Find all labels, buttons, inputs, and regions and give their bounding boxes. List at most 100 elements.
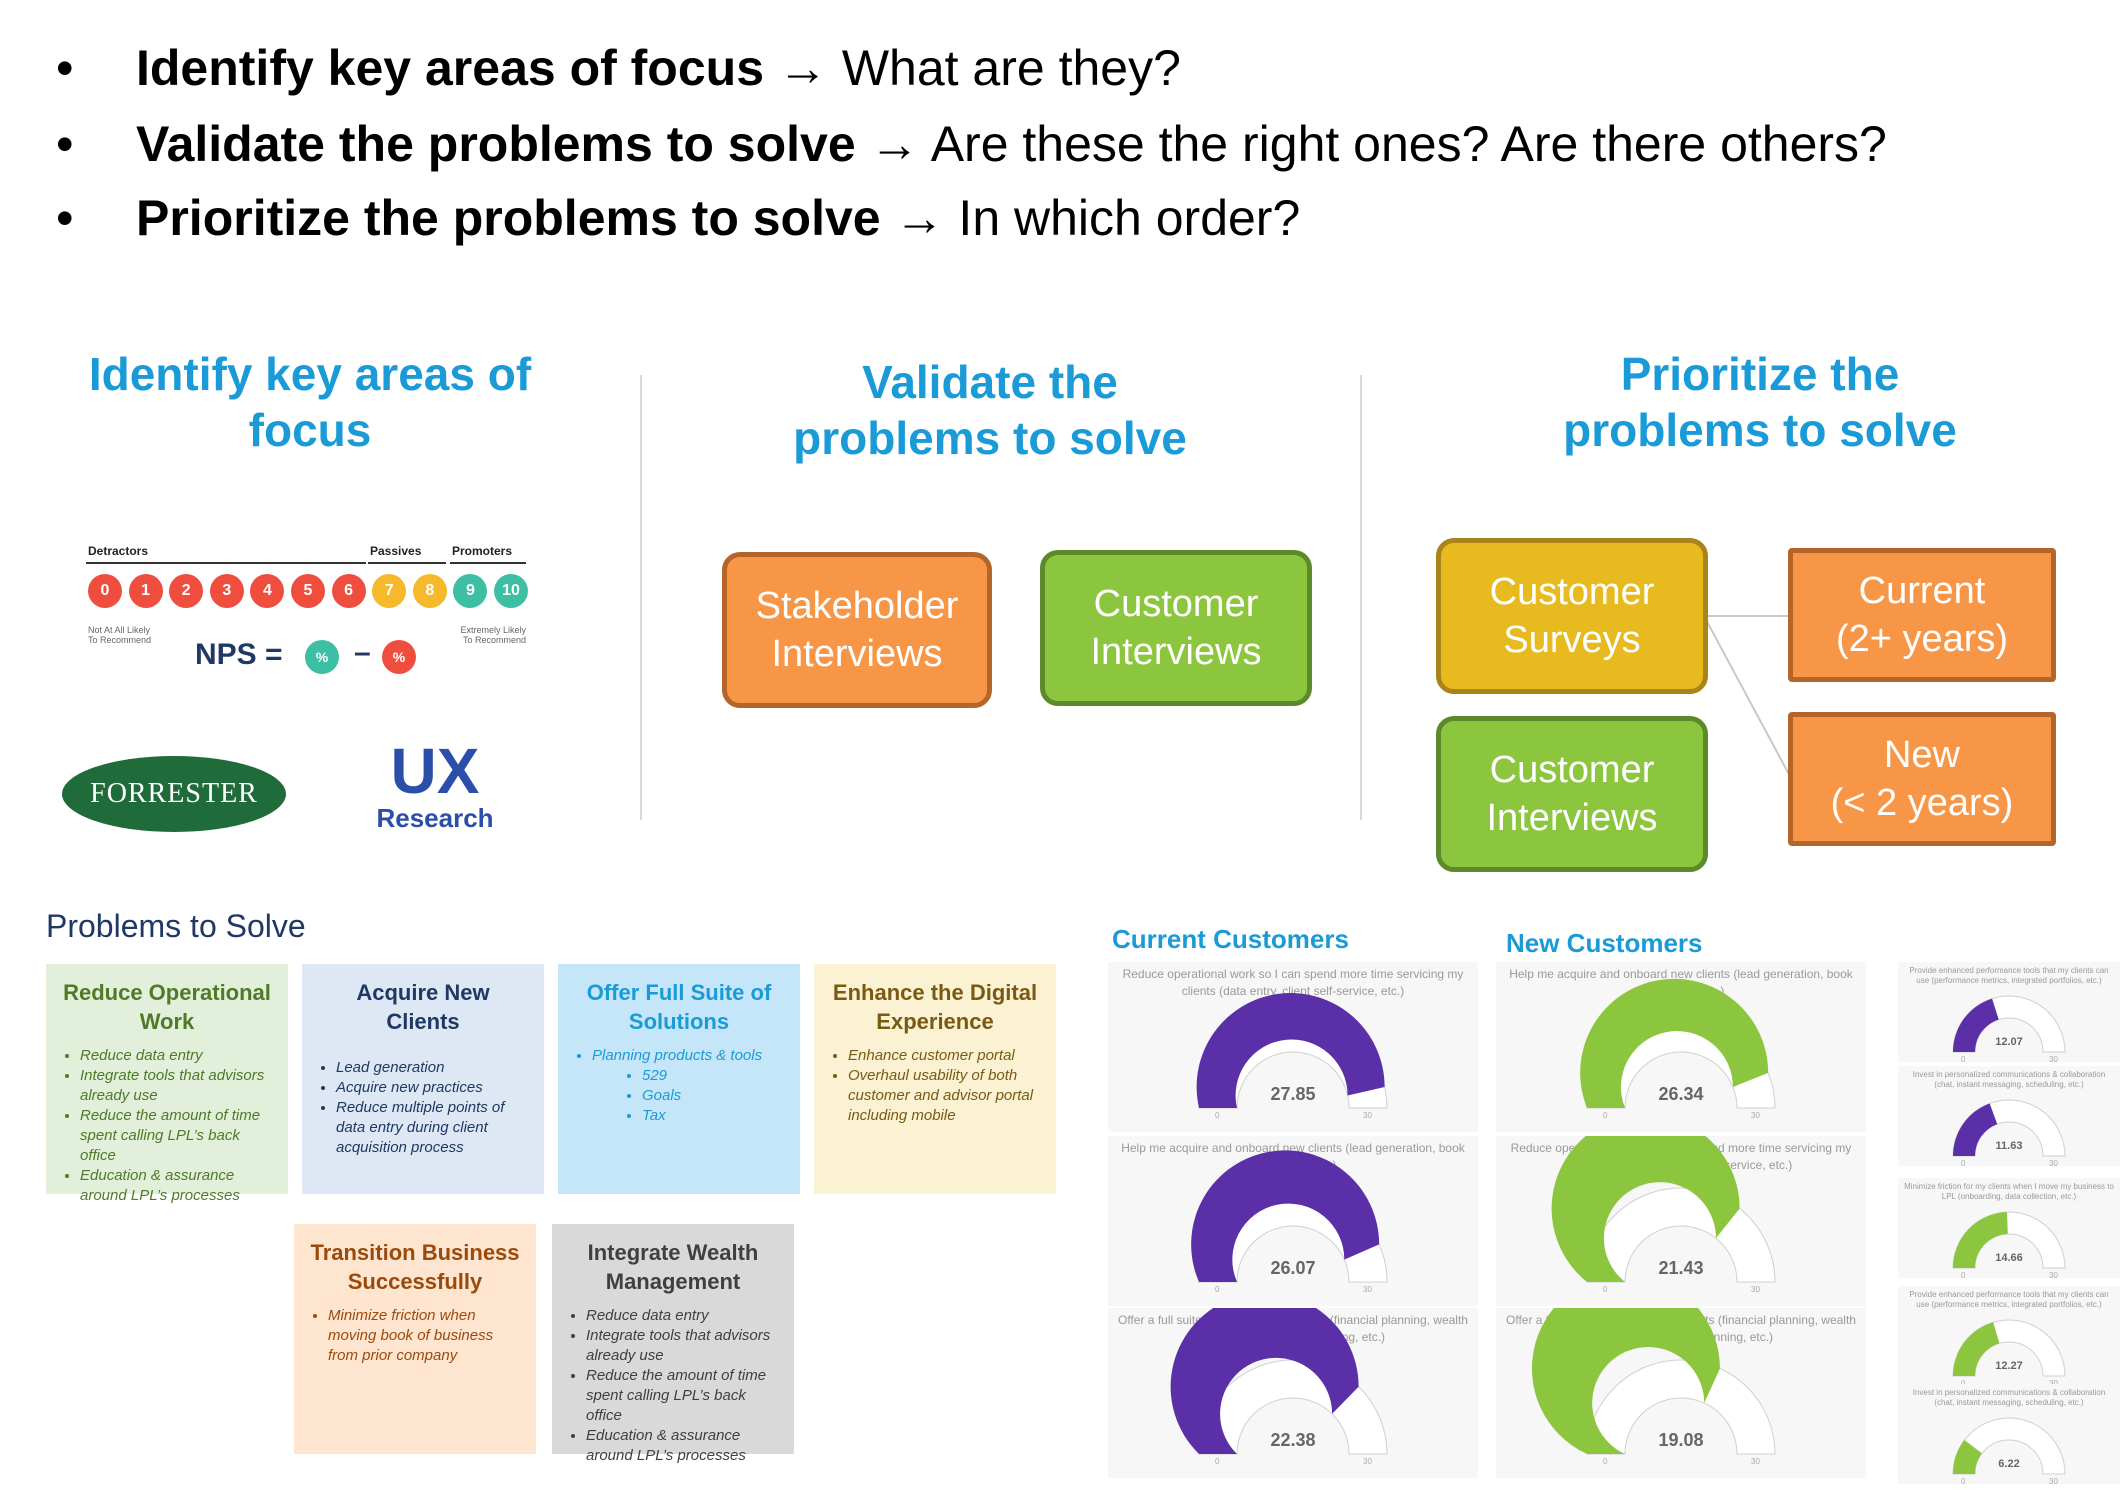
nps-score-1: 1 [128, 574, 163, 608]
forrester-logo-text: FORRESTER [90, 778, 258, 809]
ux-research-text: Research [376, 803, 494, 833]
section-identify-heading: Identify key areas of focus [60, 346, 560, 458]
gauge-fill [1196, 993, 1385, 1108]
gauge-fill [1953, 1322, 2000, 1376]
list-item: 529 [642, 1066, 784, 1086]
bullet-validate: •Validate the problems to solve → Are th… [56, 114, 1887, 174]
gauge-max-label: 30 [2049, 1379, 2058, 1388]
box-line: Interviews [1486, 797, 1658, 839]
gauge-question: Provide enhanced performance tools that … [1909, 1290, 2109, 1309]
gauge-fill [1953, 998, 1999, 1052]
connector-lines [1703, 615, 1793, 781]
gauge-value: 26.07 [1270, 1258, 1316, 1278]
nps-score-9: 9 [453, 574, 488, 608]
gauge-min-label: 0 [1215, 1457, 1220, 1466]
gauge-panel: Help me acquire and onboard new clients … [1108, 1136, 1478, 1306]
list-item: Tax [642, 1106, 784, 1126]
list-item: Reduce the amount of time spent calling … [586, 1366, 778, 1426]
gauge-max-label: 30 [2049, 1271, 2058, 1280]
nps-score-3: 3 [209, 574, 244, 608]
gauge-question: Provide enhanced performance tools that … [1909, 966, 2109, 985]
bullet-bold: Validate the problems to solve [136, 116, 856, 172]
gauge-max-label: 30 [1363, 1111, 1372, 1120]
card-title: Transition Business Successfully [310, 1240, 520, 1294]
gauge-fill [1191, 1150, 1380, 1282]
gauge-min-label: 0 [1961, 1055, 1966, 1064]
gauge-question: Reduce operational work so I can spend m… [1122, 967, 1464, 998]
box-line: Stakeholder [755, 585, 959, 627]
bullet-identify: •Identify key areas of focus → What are … [56, 38, 1181, 98]
gauge-chart [1952, 1417, 2066, 1475]
bullet-dot: • [56, 116, 74, 172]
heading-line: Identify key areas of [88, 348, 532, 400]
gauge-min-label: 0 [1215, 1285, 1220, 1294]
gauge-value: 11.63 [1995, 1140, 2023, 1152]
list-item: Reduce the amount of time spent calling … [80, 1106, 272, 1166]
heading-line: Validate the [862, 356, 1118, 408]
card-list: Planning products & tools [574, 1046, 784, 1066]
ux-research-logo: UX Research [370, 738, 500, 832]
gauge-panel: Offer a full suite solutions for my clie… [1108, 1308, 1478, 1478]
list-item: Enhance customer portal [848, 1046, 1040, 1066]
passives-label: Passives [370, 544, 422, 558]
detractors-rule [86, 562, 366, 564]
ux-logo-text: UX [390, 735, 480, 807]
gauge-max-label: 30 [2049, 1477, 2058, 1486]
list-item: Lead generation [336, 1058, 528, 1078]
gauge-chart [1196, 993, 1388, 1109]
stakeholder-interviews-box: Stakeholder Interviews [722, 552, 992, 708]
gauge-fill [1551, 1136, 1740, 1282]
gauge-min-label: 0 [1603, 1457, 1608, 1466]
box-line: Interviews [1090, 631, 1262, 673]
new-customers-box: New (< 2 years) [1788, 712, 2056, 846]
list-item: Goals [642, 1086, 784, 1106]
list-item: Minimize friction when moving book of bu… [328, 1306, 520, 1366]
gauge-chart [1952, 1099, 2066, 1157]
gauge-panel: Invest in personalized communications & … [1898, 1066, 2120, 1168]
gauge-chart [1531, 1308, 1776, 1455]
extremely-likely-label: Extremely Likely To Recommend [452, 625, 526, 645]
bullet-dot: • [56, 40, 74, 96]
gauge-value: 12.27 [1995, 1360, 2023, 1372]
gauge-min-label: 0 [1961, 1379, 1965, 1388]
card-title: Enhance the Digital Experience [832, 980, 1038, 1034]
nps-note: Extremely Likely [460, 625, 526, 635]
customer-surveys-box: Customer Surveys [1436, 538, 1708, 694]
list-item: Overhaul usability of both customer and … [848, 1066, 1040, 1126]
nps-score-4: 4 [250, 574, 285, 608]
gauge-track [1586, 1359, 1776, 1455]
bullet-dot: • [56, 190, 74, 246]
box-line: New [1883, 734, 1961, 776]
card-list: Lead generation Acquire new practices Re… [318, 1058, 528, 1158]
gauge-question: Minimize friction for my clients when I … [1904, 1182, 2114, 1201]
section-validate-heading: Validate the problems to solve [740, 354, 1240, 466]
connector-line [1703, 615, 1793, 781]
current-customers-box: Current (2+ years) [1788, 548, 2056, 682]
gauge-fill [1580, 978, 1769, 1108]
heading-line: problems to solve [793, 412, 1187, 464]
card-title: Offer Full Suite of Solutions [586, 980, 772, 1034]
gauge-max-label: 30 [1363, 1457, 1372, 1466]
gauge-fill [1170, 1308, 1359, 1454]
gauge-value: 14.66 [1995, 1252, 2023, 1264]
new-customers-title: New Customers [1506, 928, 1703, 958]
card-offer-full-suite: Offer Full Suite of Solutions Planning p… [558, 964, 800, 1194]
gauge-min-label: 0 [1215, 1111, 1220, 1120]
bullet-bold: Identify key areas of focus [136, 40, 765, 96]
nps-note: To Recommend [462, 635, 526, 645]
card-list: Reduce data entry Integrate tools that a… [62, 1046, 272, 1206]
card-list: Enhance customer portal Overhaul usabili… [830, 1046, 1040, 1126]
gauge-question: Invest in personalized communications & … [1912, 1070, 2106, 1089]
passives-rule [368, 562, 446, 564]
gauge-panel: Provide enhanced performance tools that … [1898, 1286, 2120, 1388]
card-title: Integrate Wealth Management [587, 1240, 759, 1294]
nps-note: Not At All Likely [88, 625, 151, 635]
gauge-question: Invest in personalized communications & … [1912, 1388, 2106, 1407]
arrow-icon: → [777, 40, 828, 96]
box-line: Surveys [1503, 619, 1641, 661]
box-line: (2+ years) [1835, 618, 2009, 660]
gauge-min-label: 0 [1603, 1285, 1608, 1294]
card-reduce-operational-work: Reduce Operational Work Reduce data entr… [46, 964, 288, 1204]
arrow-icon: → [869, 116, 920, 172]
nps-score-6: 6 [331, 574, 366, 608]
